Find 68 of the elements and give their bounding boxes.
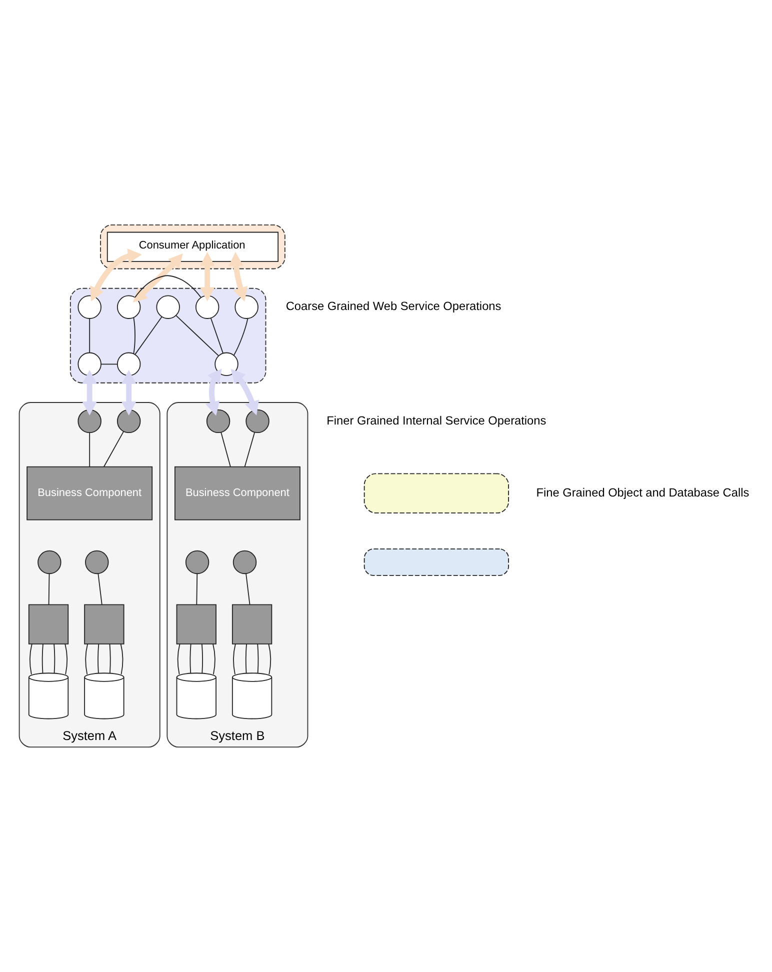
connector [85, 643, 88, 675]
arrow [121, 370, 136, 416]
node-circle [116, 352, 141, 376]
connector [134, 316, 162, 355]
node-box [364, 548, 509, 576]
connector [201, 643, 203, 674]
connector [98, 573, 102, 605]
arrow [132, 253, 183, 302]
node-box: Business Component [26, 466, 153, 520]
node-box [28, 604, 69, 644]
label: Coarse Grained Web Service Operations [286, 299, 502, 314]
connector [89, 432, 90, 468]
node-circle [156, 295, 180, 319]
node-circle [232, 550, 257, 574]
node-circle [234, 295, 258, 319]
node-box: Business Component [174, 466, 300, 520]
connector [120, 643, 124, 675]
connector [48, 573, 50, 606]
node-circle [185, 550, 210, 574]
node-box [176, 604, 216, 644]
connector [210, 318, 224, 354]
connector [54, 643, 56, 674]
arrow [205, 368, 222, 416]
connector [100, 364, 118, 365]
node-circle [38, 550, 62, 574]
arrow [200, 252, 215, 302]
node-box [364, 473, 509, 514]
arrow [228, 252, 248, 302]
connector [133, 317, 136, 354]
connector [246, 573, 250, 605]
arrow [82, 370, 97, 416]
node-circle [214, 352, 238, 376]
connector [42, 643, 44, 674]
connector [233, 643, 236, 675]
connector [268, 643, 271, 675]
node-box [232, 604, 272, 644]
node-circle [195, 295, 220, 319]
node-box [84, 604, 124, 644]
connector [64, 643, 68, 675]
connector [89, 318, 90, 354]
node-circle [85, 550, 109, 574]
connector [190, 643, 192, 674]
label: Fine Grained Object and Database Calls [536, 485, 750, 500]
connector [176, 315, 219, 356]
node-box: Consumer Application [106, 232, 279, 262]
connector [196, 573, 198, 606]
arrow [230, 368, 259, 416]
connector [177, 643, 180, 675]
connector [98, 643, 100, 674]
node-circle [78, 352, 102, 376]
connector [257, 643, 259, 674]
connector [30, 643, 32, 675]
connector [109, 643, 111, 674]
connector [212, 643, 216, 675]
connector [103, 431, 124, 468]
arrow [90, 248, 142, 302]
connector [244, 432, 256, 468]
node-circle [116, 295, 141, 319]
node-circle [206, 409, 230, 434]
node-circle [116, 409, 141, 434]
label: Finer Grained Internal Service Operations [326, 413, 546, 428]
connector [245, 643, 247, 674]
connector [134, 275, 202, 298]
node-circle [78, 295, 102, 319]
node-circle [246, 409, 270, 434]
connector [234, 318, 248, 356]
connector [220, 432, 231, 468]
node-circle [78, 409, 102, 434]
